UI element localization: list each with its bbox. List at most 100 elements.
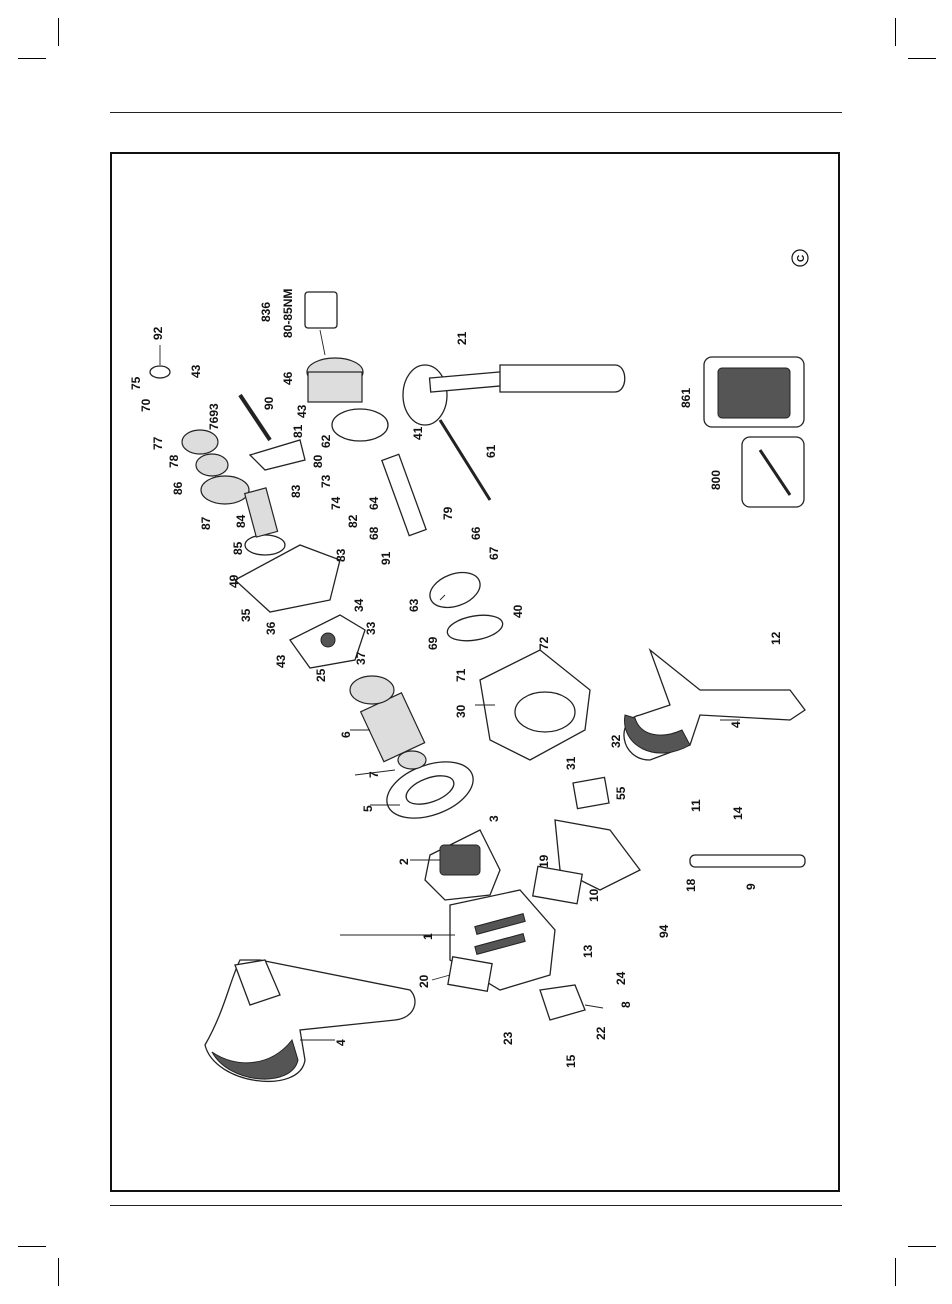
callout-800: 800 — [709, 470, 723, 490]
callout-4: 4 — [729, 721, 743, 728]
callout-84: 84 — [234, 514, 248, 528]
header-rule — [110, 112, 842, 113]
callout-torque: 80-85NM — [281, 289, 295, 338]
callout-labels: 92 75 43 70 7693 77 78 86 87 84 85 83 83… — [129, 289, 783, 1068]
kit-836-box — [304, 291, 338, 329]
callout-70: 70 — [139, 398, 153, 412]
label-sheet-20-shape — [447, 955, 493, 993]
callout-74: 74 — [329, 496, 343, 510]
crop-mark-top-right-h — [908, 58, 936, 59]
handle-right-shape — [623, 648, 806, 761]
shaft-90-shape — [238, 393, 272, 442]
o-ring-shape — [446, 614, 504, 642]
handle-left-shape — [204, 959, 416, 1082]
bearing-plate-shape — [289, 614, 366, 669]
callout-7693: 7693 — [207, 403, 221, 430]
gear-case-shape — [479, 649, 591, 761]
crop-mark-top-left-h — [18, 58, 46, 59]
crop-mark-top-right-v — [895, 18, 896, 46]
callout-3: 3 — [487, 815, 501, 822]
callout-64: 64 — [367, 496, 381, 510]
callout-30: 30 — [454, 704, 468, 718]
callout-19: 19 — [537, 854, 551, 868]
callout-91: 91 — [379, 551, 393, 565]
shaft-84-shape — [243, 487, 279, 538]
callout-32: 32 — [609, 734, 623, 748]
callout-77: 77 — [151, 436, 165, 450]
callout-5: 5 — [361, 805, 375, 812]
callout-40: 40 — [511, 604, 525, 618]
callout-85: 85 — [231, 541, 245, 555]
crop-mark-bottom-left-v — [58, 1258, 59, 1286]
callout-43: 43 — [295, 404, 309, 418]
side-handle-shape — [402, 364, 626, 426]
callout-69: 69 — [426, 636, 440, 650]
callout-55: 55 — [614, 786, 628, 800]
callout-71: 71 — [454, 668, 468, 682]
kit-800-brushes — [758, 449, 792, 496]
spindle-shape — [381, 453, 427, 537]
callout-7: 7 — [367, 771, 381, 778]
callout-62: 62 — [319, 434, 333, 448]
callout-46: 46 — [281, 371, 295, 385]
callout-10: 10 — [587, 888, 601, 902]
gasket-shape — [233, 544, 341, 613]
callout-63: 63 — [407, 598, 421, 612]
crop-mark-bottom-left-h — [18, 1246, 46, 1247]
callout-83: 83 — [289, 484, 303, 498]
callout-18: 18 — [684, 878, 698, 892]
callout-21: 21 — [455, 331, 469, 345]
callout-14: 14 — [731, 806, 745, 820]
callout-68: 68 — [367, 526, 381, 540]
callout-49: 49 — [227, 574, 241, 588]
callout-9: 9 — [744, 883, 758, 890]
callout-73: 73 — [319, 474, 333, 488]
callout-31: 31 — [564, 756, 578, 770]
switch-shape — [554, 819, 641, 891]
callout-23: 23 — [501, 1031, 515, 1045]
callout-61: 61 — [484, 444, 498, 458]
gear-86-shape — [200, 475, 250, 505]
callout-66: 66 — [469, 526, 483, 540]
callout-79: 79 — [441, 506, 455, 520]
callout-861: 861 — [679, 388, 693, 408]
callout-6: 6 — [339, 731, 353, 738]
block-55-shape — [572, 776, 610, 810]
callout-43: 43 — [274, 654, 288, 668]
svg-text:C: C — [796, 255, 807, 262]
callout-94: 94 — [657, 924, 671, 938]
callout-11: 11 — [689, 799, 703, 812]
callout-83: 83 — [334, 548, 348, 562]
callout-20: 20 — [417, 974, 431, 988]
callout-87: 87 — [199, 516, 213, 530]
callout-25: 25 — [314, 668, 328, 682]
callout-12: 12 — [769, 631, 783, 645]
gear-78-shape — [195, 453, 229, 477]
callout-80: 80 — [311, 454, 325, 468]
callout-75: 75 — [129, 376, 143, 390]
callout-24: 24 — [614, 971, 628, 985]
callout-2: 2 — [397, 858, 411, 865]
cord-protector-shape — [689, 854, 806, 868]
callout-36: 36 — [264, 621, 278, 635]
clutch-ring-shape — [429, 571, 481, 609]
callout-90: 90 — [262, 396, 276, 410]
callout-86: 86 — [171, 481, 185, 495]
callout-836: 836 — [259, 302, 273, 322]
callout-37: 37 — [354, 651, 368, 665]
callout-15: 15 — [564, 1054, 578, 1068]
field-coil-shape — [424, 829, 501, 901]
gear-77-shape — [181, 429, 219, 455]
leader-lines — [159, 345, 740, 1041]
chuck-shape — [306, 357, 389, 442]
crop-mark-bottom-right-v — [895, 1258, 896, 1286]
callout-22: 22 — [594, 1026, 608, 1040]
brush-holder-shape — [539, 984, 586, 1021]
callout-78: 78 — [167, 454, 181, 468]
depth-rod-shape — [438, 419, 492, 501]
callout-82: 82 — [346, 514, 360, 528]
callout-4: 4 — [334, 1039, 348, 1046]
callout-81: 81 — [291, 424, 305, 438]
callout-8: 8 — [619, 1001, 633, 1008]
